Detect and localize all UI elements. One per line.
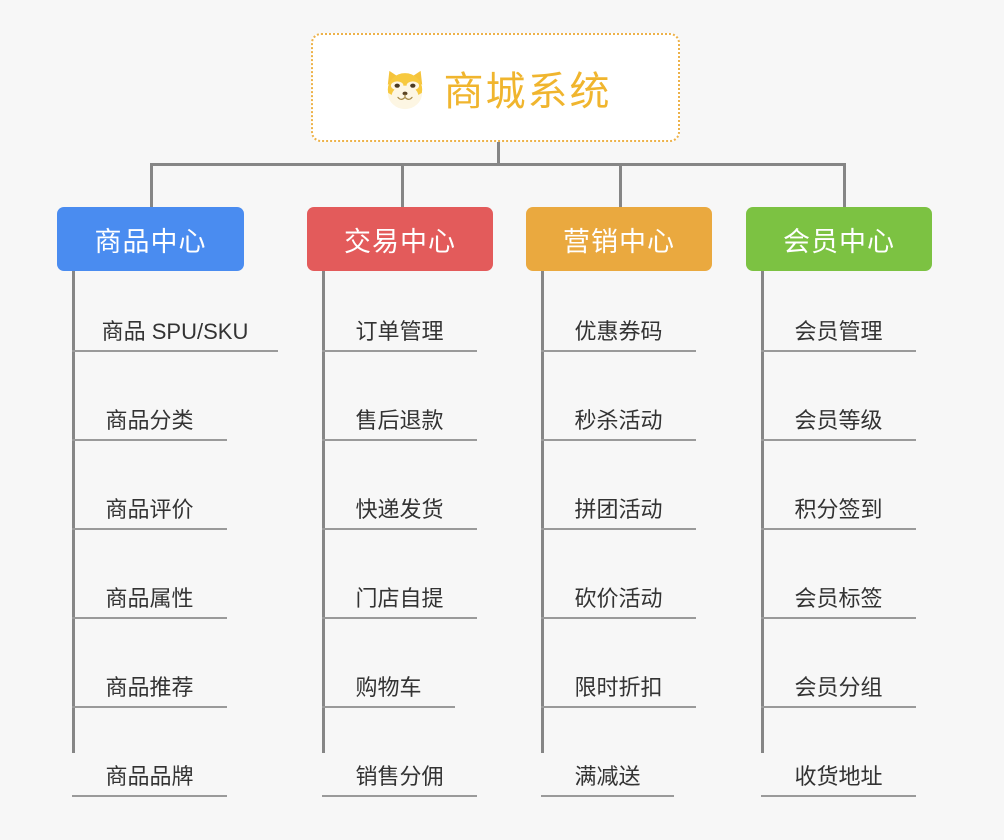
leaf-label: 优惠券码 (574, 319, 663, 344)
leaf-label: 会员标签 (794, 586, 883, 611)
connector-drop-product-center (150, 163, 153, 209)
category-box-product-center[interactable]: 商品中心 (57, 207, 244, 271)
leaf-item[interactable]: 快递发货 (322, 470, 477, 530)
leaf-item[interactable]: 满减送 (541, 737, 674, 797)
leaf-item[interactable]: 商品 SPU/SKU (72, 292, 278, 352)
category-label: 交易中心 (344, 226, 456, 257)
leaf-item[interactable]: 优惠券码 (541, 292, 696, 352)
leaf-item[interactable]: 商品推荐 (72, 648, 227, 708)
category-box-member-center[interactable]: 会员中心 (746, 207, 932, 271)
leaf-item[interactable]: 商品属性 (72, 559, 227, 619)
shiba-dog-face-icon (380, 63, 430, 113)
leaf-item[interactable]: 收货地址 (761, 737, 916, 797)
connector-root-stem (497, 142, 500, 165)
leaf-label: 秒杀活动 (574, 408, 663, 433)
leaf-label: 快递发货 (355, 497, 444, 522)
leaf-label: 商品品牌 (105, 764, 194, 789)
category-label: 营销中心 (563, 226, 675, 257)
leaf-label: 门店自提 (355, 586, 444, 611)
leaf-label: 砍价活动 (574, 586, 663, 611)
leaf-item[interactable]: 门店自提 (322, 559, 477, 619)
leaf-label: 订单管理 (355, 319, 444, 344)
leaf-item[interactable]: 订单管理 (322, 292, 477, 352)
leaf-label: 收货地址 (794, 764, 883, 789)
root-node[interactable]: 商城系统 (311, 33, 680, 142)
column-spine-marketing-center (541, 271, 544, 753)
category-label: 商品中心 (94, 226, 207, 257)
leaf-item[interactable]: 会员等级 (761, 381, 916, 441)
connector-horizontal-bar (150, 163, 846, 166)
root-title: 商城系统 (443, 69, 612, 114)
leaf-label: 满减送 (574, 764, 641, 789)
leaf-item[interactable]: 会员管理 (761, 292, 916, 352)
leaf-item[interactable]: 购物车 (322, 648, 455, 708)
leaf-item[interactable]: 商品品牌 (72, 737, 227, 797)
leaf-label: 商品属性 (105, 586, 194, 611)
leaf-item[interactable]: 秒杀活动 (541, 381, 696, 441)
leaf-label: 会员分组 (794, 675, 883, 700)
leaf-label: 售后退款 (355, 408, 444, 433)
leaf-item[interactable]: 销售分佣 (322, 737, 477, 797)
leaf-item[interactable]: 会员标签 (761, 559, 916, 619)
leaf-item[interactable]: 砍价活动 (541, 559, 696, 619)
leaf-item[interactable]: 售后退款 (322, 381, 477, 441)
leaf-label: 会员管理 (794, 319, 883, 344)
connector-drop-marketing-center (619, 163, 622, 209)
connector-drop-member-center (843, 163, 846, 209)
column-spine-trade-center (322, 271, 325, 753)
leaf-label: 商品分类 (105, 408, 194, 433)
column-spine-product-center (72, 271, 75, 753)
leaf-label: 会员等级 (794, 408, 883, 433)
leaf-label: 购物车 (355, 675, 422, 700)
leaf-item[interactable]: 积分签到 (761, 470, 916, 530)
leaf-label: 商品评价 (105, 497, 194, 522)
leaf-label: 积分签到 (794, 497, 883, 522)
leaf-label: 商品推荐 (105, 675, 194, 700)
leaf-item[interactable]: 拼团活动 (541, 470, 696, 530)
leaf-label: 限时折扣 (574, 675, 663, 700)
leaf-item[interactable]: 会员分组 (761, 648, 916, 708)
leaf-label: 拼团活动 (574, 497, 663, 522)
leaf-item[interactable]: 商品评价 (72, 470, 227, 530)
connector-drop-trade-center (401, 163, 404, 209)
leaf-label: 销售分佣 (355, 764, 444, 789)
category-box-trade-center[interactable]: 交易中心 (307, 207, 493, 271)
category-label: 会员中心 (783, 226, 895, 257)
category-box-marketing-center[interactable]: 营销中心 (526, 207, 712, 271)
column-spine-member-center (761, 271, 764, 753)
leaf-item[interactable]: 商品分类 (72, 381, 227, 441)
leaf-item[interactable]: 限时折扣 (541, 648, 696, 708)
leaf-label: 商品 SPU/SKU (101, 319, 249, 344)
